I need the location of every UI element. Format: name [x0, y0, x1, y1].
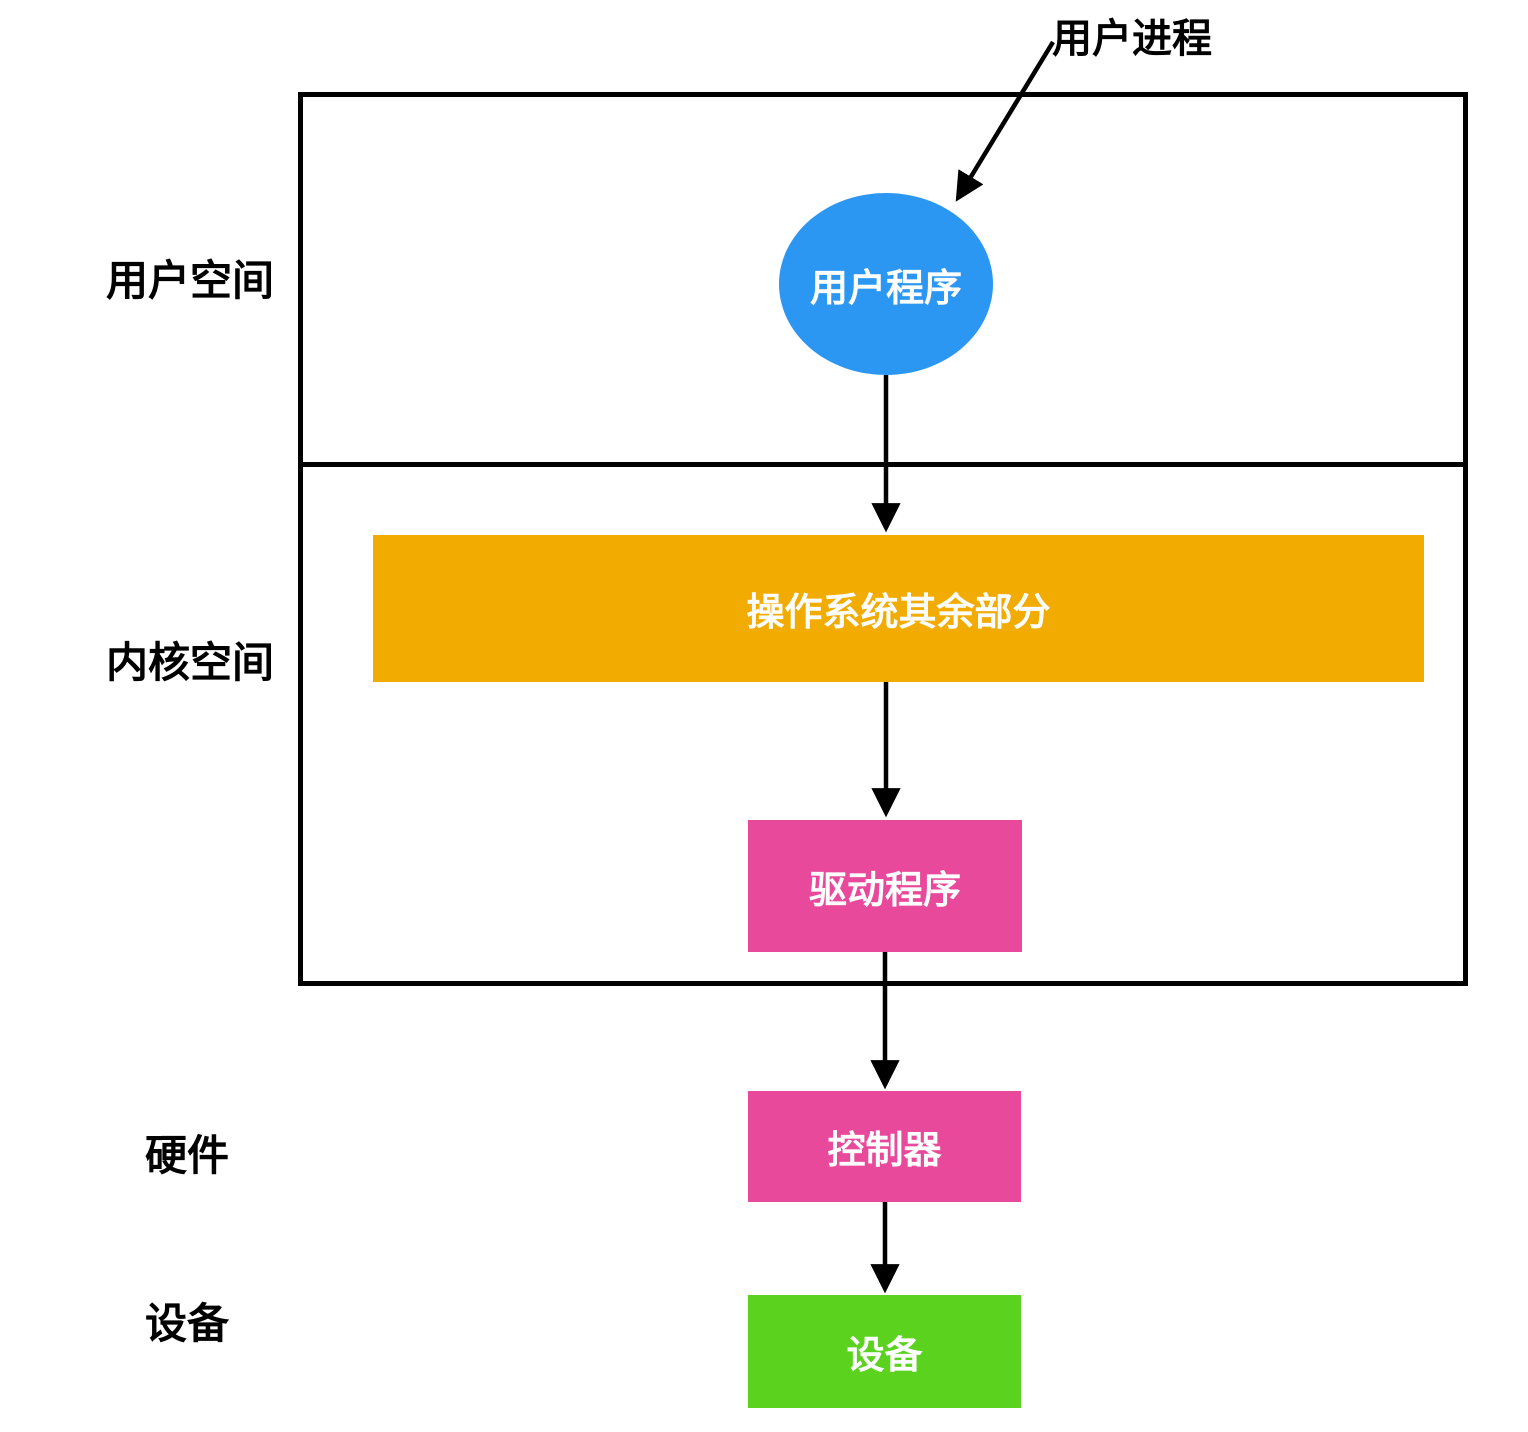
node-device-label: 设备: [846, 1335, 923, 1377]
node-controller-label: 控制器: [827, 1130, 942, 1172]
layer-label-user-space: 用户空间: [105, 257, 274, 304]
node-os-rest: 操作系统其余部分: [373, 535, 1424, 682]
node-driver-label: 驱动程序: [808, 869, 961, 912]
user-process-annotation: 用户进程: [1052, 17, 1212, 61]
user-kernel-divider-line: [298, 462, 1468, 467]
node-controller: 控制器: [748, 1091, 1021, 1202]
node-user-program-label: 用户程序: [809, 267, 962, 310]
layer-label-hardware: 硬件: [144, 1132, 229, 1179]
node-os-rest-label: 操作系统其余部分: [746, 592, 1051, 634]
layer-label-kernel-space: 内核空间: [105, 639, 274, 686]
node-user-program: 用户程序: [779, 193, 993, 375]
node-driver: 驱动程序: [748, 820, 1022, 952]
node-device: 设备: [748, 1295, 1021, 1408]
layer-label-device: 设备: [144, 1300, 229, 1347]
